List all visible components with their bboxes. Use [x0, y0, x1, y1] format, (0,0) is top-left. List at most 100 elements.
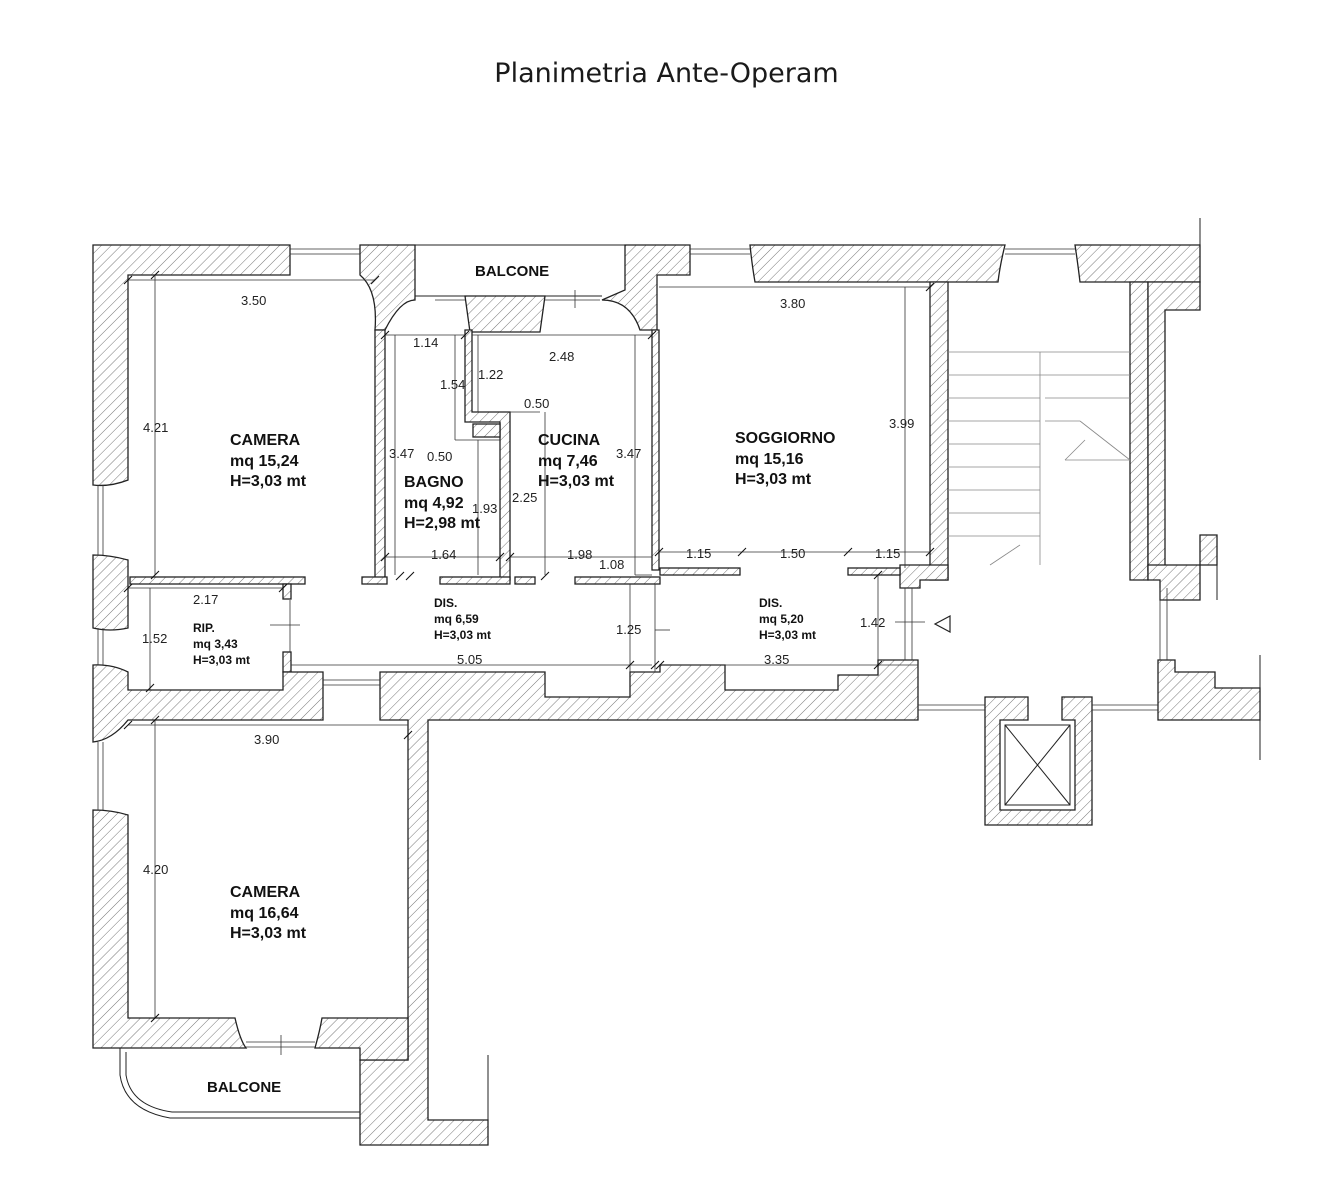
room-area: mq 3,43: [193, 637, 238, 651]
wall-partition-cucina-soggiorno: [651, 329, 660, 571]
room-cucina: CUCINA mq 7,46 H=3,03 mt: [538, 432, 615, 490]
room-name: CUCINA: [538, 432, 601, 449]
room-height: H=3,03 mt: [434, 628, 491, 642]
plan-title: Planimetria Ante-Operam: [494, 58, 839, 89]
dim-value: 1.42: [860, 615, 885, 630]
windows: [97, 218, 1261, 1145]
dim-value: 2.48: [549, 349, 574, 364]
stairs: [948, 351, 1131, 566]
room-area: mq 7,46: [538, 453, 598, 470]
entry-arrow-icon: [933, 615, 951, 633]
room-rip: RIP. mq 3,43 H=3,03 mt: [193, 621, 250, 667]
room-camera-top: CAMERA mq 15,24 H=3,03 mt: [230, 432, 307, 490]
wall-left-middle: [92, 554, 129, 631]
wall-corridor-top-7: [847, 567, 901, 576]
room-area: mq 15,24: [230, 453, 299, 470]
dim-value: 1.93: [472, 501, 497, 516]
room-height: H=3,03 mt: [193, 653, 250, 667]
room-name: SOGGIORNO: [735, 430, 835, 447]
room-name: DIS.: [434, 596, 457, 610]
room-name: CAMERA: [230, 884, 301, 901]
room-area: mq 5,20: [759, 612, 804, 626]
room-dis-right: DIS. mq 5,20 H=3,03 mt: [759, 596, 816, 642]
room-height: H=3,03 mt: [759, 628, 816, 642]
dim-value: 3.80: [780, 296, 805, 311]
wall-corridor-bottom: [359, 659, 919, 1146]
dim-value: 0.50: [524, 396, 549, 411]
dimension-values: 3.50 4.21 1.14 1.54 1.22 0.50 0.50 3.47 …: [142, 293, 914, 877]
wall-corridor-top-2: [361, 576, 388, 585]
wall-left-lower: [92, 664, 324, 743]
dim-value: 1.50: [780, 546, 805, 561]
wall-right-stair-2: [1129, 281, 1149, 581]
wall-top-right-1: [1074, 244, 1201, 283]
room-name: DIS.: [759, 596, 782, 610]
balcony-top-label: BALCONE: [475, 263, 549, 280]
balcony-bottom-label: BALCONE: [207, 1079, 281, 1096]
room-area: mq 15,16: [735, 451, 804, 468]
room-camera-bottom: CAMERA mq 16,64 H=3,03 mt: [230, 884, 307, 942]
wall-corridor-top-6: [659, 567, 741, 576]
dim-value: 3.47: [616, 446, 641, 461]
room-name: CAMERA: [230, 432, 301, 449]
dim-value: 1.14: [413, 335, 438, 350]
dim-value: 3.35: [764, 652, 789, 667]
dim-value: 3.47: [389, 446, 414, 461]
wall-top-left: [92, 244, 291, 487]
wall-top-pier-1: [359, 244, 416, 331]
room-dis-left: DIS. mq 6,59 H=3,03 mt: [434, 596, 491, 642]
dimension-lines: [128, 275, 930, 1018]
wall-elevator: [984, 696, 1093, 826]
room-height: H=3,03 mt: [538, 473, 615, 490]
dim-value: 1.08: [599, 557, 624, 572]
dim-value: 3.90: [254, 732, 279, 747]
dim-value: 5.05: [457, 652, 482, 667]
wall-left-bottom: [92, 809, 248, 1049]
room-area: mq 6,59: [434, 612, 479, 626]
elevator-shaft: [1004, 724, 1071, 806]
dim-value: 0.50: [427, 449, 452, 464]
room-name: BAGNO: [404, 474, 464, 491]
wall-right-stair: [929, 281, 949, 581]
dim-value: 4.21: [143, 420, 168, 435]
dim-value: 1.25: [616, 622, 641, 637]
dim-value: 3.50: [241, 293, 266, 308]
wall-niche-block: [472, 423, 501, 438]
dim-value: 1.64: [431, 547, 456, 562]
room-height: H=3,03 mt: [230, 925, 307, 942]
dim-value: 1.98: [567, 547, 592, 562]
wall-partition-camera-bagno: [374, 329, 386, 581]
dim-value: 1.15: [875, 546, 900, 561]
dim-value: 2.25: [512, 490, 537, 505]
wall-bottom-right-pier: [314, 1017, 409, 1061]
wall-stair-bottom-left: [899, 564, 949, 589]
wall-corridor-top-1: [129, 576, 306, 585]
wall-corridor-top-3: [439, 576, 511, 585]
room-height: H=3,03 mt: [230, 473, 307, 490]
wall-top-balcony-pier: [464, 295, 546, 333]
wall-far-right-bottom: [1157, 659, 1261, 721]
dim-value: 1.54: [440, 377, 465, 392]
room-name: RIP.: [193, 621, 215, 635]
room-height: H=2,98 mt: [404, 515, 481, 532]
wall-rip-right-2: [282, 651, 292, 673]
dimension-ticks: [123, 270, 935, 1023]
balcony-top-railing: [415, 244, 625, 297]
dim-value: 1.15: [686, 546, 711, 561]
walls: [92, 244, 1261, 1146]
room-height: H=3,03 mt: [735, 471, 812, 488]
room-area: mq 4,92: [404, 495, 464, 512]
wall-corridor-top-5: [574, 576, 661, 585]
room-area: mq 16,64: [230, 905, 299, 922]
dim-value: 2.17: [193, 592, 218, 607]
wall-far-right-top: [1147, 281, 1201, 571]
wall-top-pier-2: [601, 244, 691, 331]
balcony-bottom-outline: [119, 1048, 360, 1119]
dim-value: 1.52: [142, 631, 167, 646]
wall-top-soggiorno: [749, 244, 1006, 283]
wall-corridor-top-4: [514, 576, 536, 585]
room-bagno: BAGNO mq 4,92 H=2,98 mt: [404, 474, 481, 532]
dim-value: 3.99: [889, 416, 914, 431]
dim-value: 1.22: [478, 367, 503, 382]
